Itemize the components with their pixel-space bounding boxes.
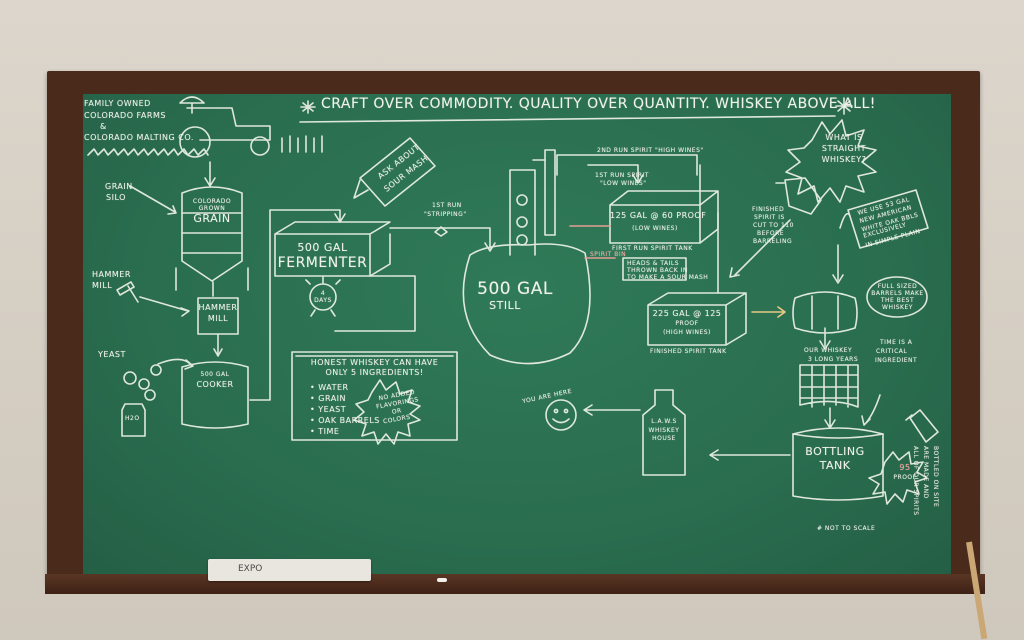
still-label-1: 500 GAL — [477, 279, 553, 299]
first-run-spirit-1: 1ST RUN SPIRIT — [595, 172, 649, 179]
ingredient-item: • OAK BARRELS — [310, 416, 380, 425]
finished-note-2: SPIRIT IS — [754, 214, 785, 221]
grain-silo-label-1: GRAIN — [105, 182, 133, 191]
finished-note-1: FINISHED — [752, 206, 785, 213]
first-run-2: "STRIPPING" — [424, 211, 467, 218]
hammer-mill-side-2: MILL — [92, 281, 113, 290]
finished-note-4: BEFORE — [757, 230, 785, 237]
first-run-tank-label: FIRST RUN SPIRIT TANK — [612, 245, 693, 252]
full-sized-2: BARRELS MAKE — [871, 290, 924, 297]
silo-text-1: COLORADO — [192, 198, 232, 205]
finished-tank-1: 225 GAL @ 125 — [652, 309, 722, 318]
laws-bottle-2: WHISKEY — [648, 427, 680, 434]
finished-tank-3: (HIGH WINES) — [663, 329, 711, 336]
ingredients-title-1: HONEST WHISKEY CAN HAVE — [310, 358, 439, 367]
low-wines-2: (LOW WINES) — [632, 225, 678, 232]
finished-note-3: CUT TO 110 — [753, 222, 794, 229]
farm-line-3: & — [100, 122, 107, 131]
first-run-spirit-2: "LOW WINES" — [600, 180, 647, 187]
time-critical-1: TIME IS A — [880, 339, 913, 346]
what-is-2: STRAIGHT — [821, 144, 867, 153]
silo-text-2: GROWN — [198, 205, 226, 212]
laws-bottle-3: HOUSE — [652, 435, 676, 442]
what-is-1: WHAT IS — [825, 133, 863, 142]
low-wines-1: 125 GAL @ 60 PROOF — [610, 211, 707, 220]
header-slogan: CRAFT OVER COMMODITY. QUALITY OVER QUANT… — [321, 96, 876, 112]
hammer-mill-side-1: HAMMER — [92, 270, 131, 279]
not-to-scale: # NOT TO SCALE — [817, 525, 876, 532]
silo-text-3: GRAIN — [193, 212, 231, 225]
cooker-label-1: 500 GAL — [200, 371, 230, 378]
proof-95-2: PROOF — [893, 474, 917, 481]
hammer-mill-box-1: HAMMER — [198, 303, 238, 312]
chalk-ledge — [45, 574, 985, 594]
finished-note-5: BARRELING — [753, 238, 793, 245]
bottling-1: BOTTLING — [805, 445, 865, 458]
board-eraser: EXPO — [208, 559, 371, 581]
farm-line-2: COLORADO FARMS — [84, 111, 166, 120]
side-note-3: BOTTLED ON SITE — [932, 446, 939, 508]
time-critical-3: INGREDIENT — [875, 357, 918, 364]
fermenter-label-1: 500 GAL — [297, 241, 348, 254]
our-whiskey-1: OUR WHISKEY — [804, 347, 853, 354]
finished-tank-label: FINISHED SPIRIT TANK — [650, 348, 727, 355]
our-whiskey-2: 3 LONG YEARS — [808, 356, 859, 363]
ingredient-item: • WATER — [310, 383, 349, 392]
ferment-days-2: DAYS — [314, 297, 332, 304]
heads-tails-1: HEADS & TAILS — [627, 260, 680, 267]
cooker-label-2: COOKER — [196, 380, 234, 389]
ferment-days-1: 4 — [320, 290, 326, 297]
spirit-bin-label: SPIRIT BIN — [590, 251, 627, 258]
side-note-2: ARE MADE AND — [922, 446, 929, 499]
full-sized-4: WHISKEY — [882, 304, 913, 311]
finished-tank-2: PROOF — [675, 320, 699, 327]
what-is-3: WHISKEY? — [821, 155, 867, 164]
eraser-label: EXPO — [238, 564, 263, 574]
ingredient-item: • GRAIN — [310, 394, 347, 403]
proof-95-1: 95 — [899, 463, 911, 472]
full-sized-1: FULL SIZED — [877, 283, 918, 290]
time-critical-2: CRITICAL — [876, 348, 908, 355]
side-note-1: ALL OF OUR SPIRITS — [912, 446, 919, 516]
ingredient-item: • TIME — [310, 427, 340, 436]
farm-line-4: COLORADO MALTING CO. — [84, 133, 194, 142]
yeast-label: YEAST — [98, 350, 126, 359]
laws-bottle-1: L.A.W.S — [651, 418, 677, 425]
second-run-label: 2ND RUN SPIRIT "HIGH WINES" — [597, 147, 704, 154]
chalkboard — [83, 94, 951, 574]
grain-silo-label-2: SILO — [106, 193, 126, 202]
hammer-mill-box-2: MILL — [207, 314, 229, 323]
chalk-stick — [437, 578, 447, 582]
ingredients-title-2: ONLY 5 INGREDIENTS! — [325, 368, 424, 377]
ingredient-item: • YEAST — [310, 405, 347, 414]
first-run-1: 1ST RUN — [432, 202, 462, 209]
fermenter-label-2: FERMENTER — [277, 255, 368, 271]
heads-tails-2: THROWN BACK IN — [627, 267, 688, 274]
water-label: H2O — [125, 415, 140, 422]
farm-line-1: FAMILY OWNED — [84, 99, 151, 108]
still-label-2: STILL — [489, 299, 521, 312]
full-sized-3: THE BEST — [880, 297, 915, 304]
heads-tails-3: TO MAKE A SOUR MASH — [627, 274, 709, 281]
bottling-2: TANK — [819, 459, 851, 472]
